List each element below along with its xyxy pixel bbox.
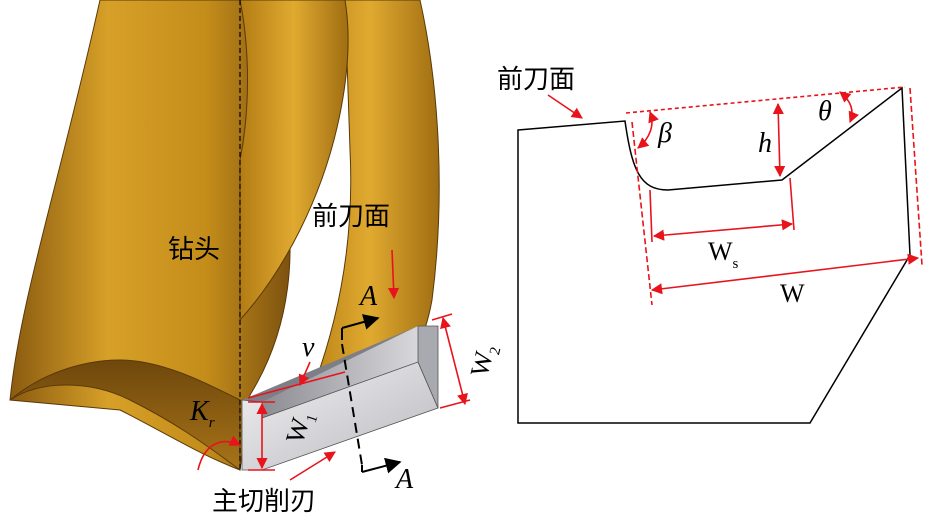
theta-angle-arc bbox=[839, 91, 860, 124]
drill-twist-band bbox=[239, 0, 349, 322]
beta-angle-arc bbox=[637, 110, 659, 149]
insert-top-face bbox=[262, 326, 418, 418]
section-figure: 前刀面 β θ h Ws W bbox=[497, 65, 923, 424]
drill-label: 钻头 bbox=[168, 235, 220, 265]
h-label: h bbox=[758, 128, 772, 159]
beta-label: β bbox=[657, 118, 672, 149]
ws-ext-left bbox=[649, 189, 653, 243]
cutting-insert bbox=[241, 325, 439, 471]
w-dimension bbox=[650, 253, 920, 295]
left-annotations bbox=[197, 249, 471, 481]
nu-label: ν bbox=[302, 332, 315, 363]
insert-end-face bbox=[417, 325, 439, 409]
w2-tick-top bbox=[431, 313, 453, 321]
nu-reference-line bbox=[247, 371, 346, 399]
main-edge-label: 主切削刃 bbox=[212, 487, 316, 517]
drill-figure: 钻头 前刀面 主切削刃 A A ν Kr W1 W2 bbox=[9, 0, 505, 517]
kr-angle-arc bbox=[197, 435, 242, 471]
w2-dimension bbox=[440, 316, 468, 406]
w-label: W bbox=[780, 279, 805, 308]
section-letter-top: A bbox=[358, 281, 378, 312]
main-edge-pointer bbox=[289, 451, 336, 481]
section-line-aa bbox=[341, 314, 402, 474]
rake-face-label-right: 前刀面 bbox=[497, 65, 575, 95]
right-annotations bbox=[547, 86, 923, 306]
w-ext-right bbox=[909, 87, 923, 266]
ws-dimension bbox=[652, 219, 794, 241]
rake-face-pointer bbox=[387, 249, 400, 300]
top-reference-dashed bbox=[625, 86, 906, 114]
w2-label: W2 bbox=[465, 341, 505, 380]
section-letter-bottom: A bbox=[394, 464, 414, 495]
theta-label: θ bbox=[818, 96, 832, 127]
kr-label: Kr bbox=[189, 396, 215, 431]
nu-arrow bbox=[298, 361, 311, 387]
ws-ext-right bbox=[789, 177, 795, 231]
w2-tick-bottom bbox=[439, 399, 471, 409]
ws-label: Ws bbox=[708, 237, 739, 272]
rake-face-pointer-right bbox=[547, 94, 583, 119]
h-dimension bbox=[772, 102, 786, 178]
rake-face-label-left: 前刀面 bbox=[312, 202, 390, 232]
w-ext-left bbox=[631, 121, 653, 306]
